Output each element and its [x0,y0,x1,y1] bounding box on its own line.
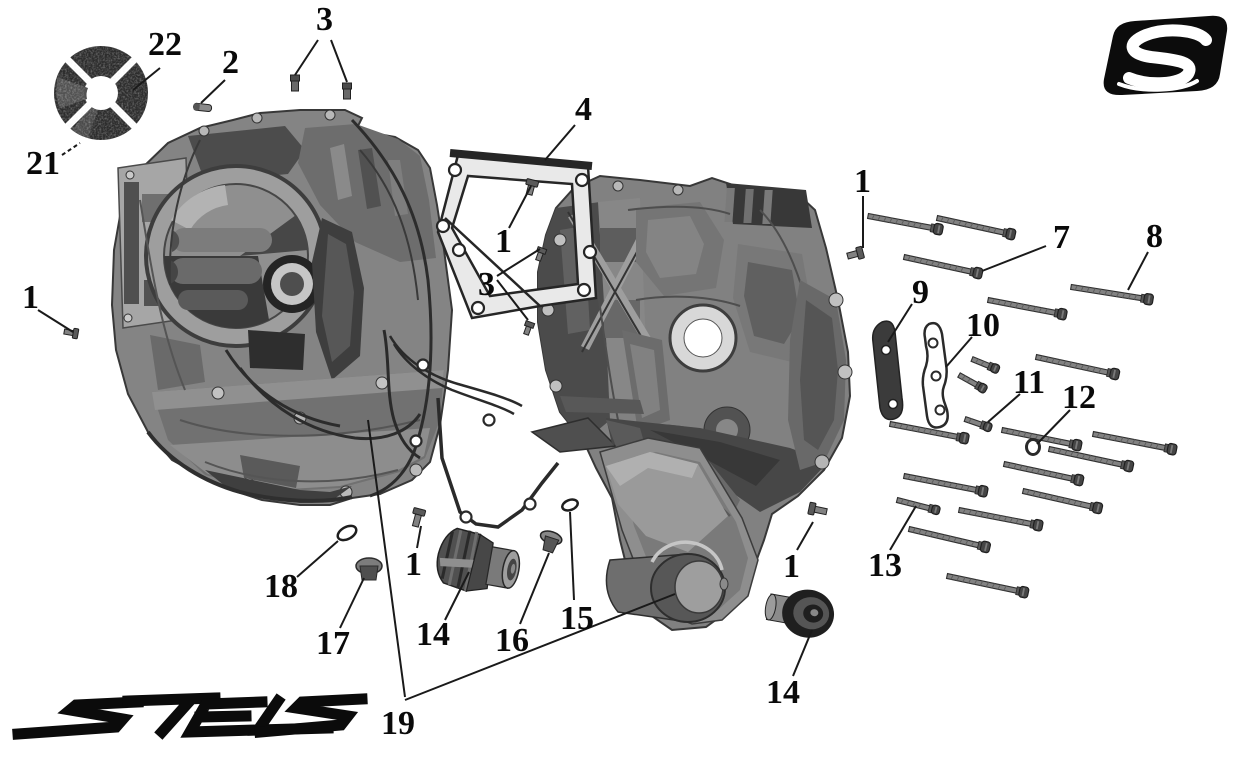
svg-text:17: 17 [316,625,350,662]
svg-text:19: 19 [381,705,415,742]
svg-text:15: 15 [560,600,594,637]
svg-text:14: 14 [416,616,450,653]
svg-text:7: 7 [1053,219,1070,256]
svg-text:9: 9 [912,274,929,311]
svg-text:3: 3 [478,266,495,303]
svg-text:2: 2 [222,44,239,81]
svg-text:1: 1 [495,223,512,260]
svg-text:22: 22 [148,26,182,63]
svg-text:14: 14 [766,674,800,711]
svg-text:8: 8 [1146,218,1163,255]
svg-text:11: 11 [1013,364,1045,401]
svg-text:21: 21 [26,145,60,182]
svg-text:12: 12 [1062,379,1096,416]
svg-text:1: 1 [22,279,39,316]
svg-text:10: 10 [966,307,1000,344]
svg-text:3: 3 [316,1,333,38]
svg-text:4: 4 [575,91,592,128]
svg-text:1: 1 [854,163,871,200]
svg-text:1: 1 [405,546,422,583]
svg-text:16: 16 [495,622,529,659]
svg-text:13: 13 [868,547,902,584]
svg-text:1: 1 [783,548,800,585]
svg-text:18: 18 [264,568,298,605]
